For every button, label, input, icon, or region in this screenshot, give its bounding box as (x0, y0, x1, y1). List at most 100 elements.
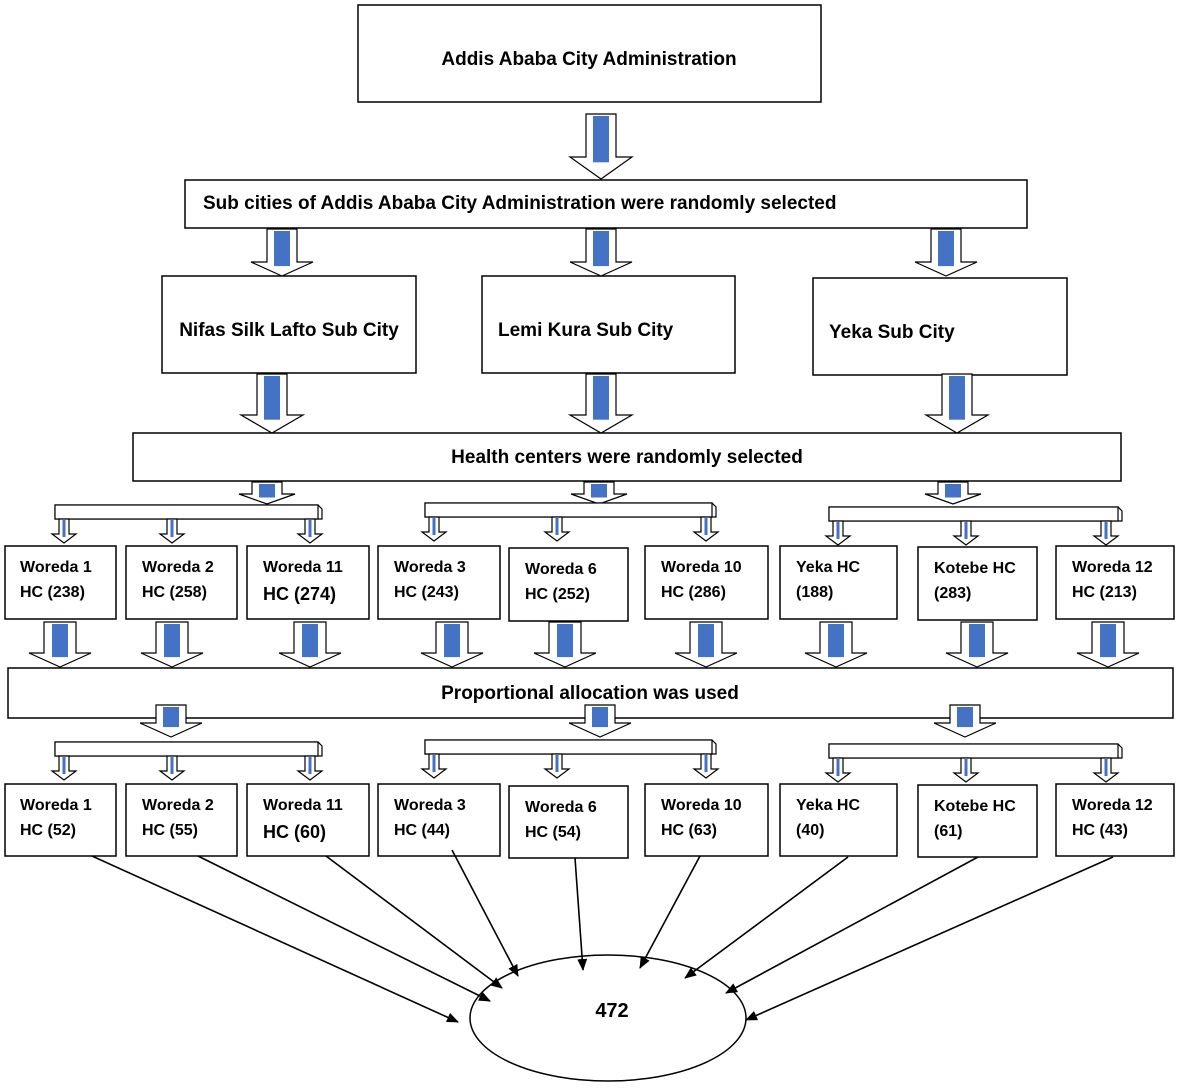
subcity-label: Yeka Sub City (829, 322, 955, 343)
sample-box-woreda-1: Woreda 1 HC (52) (4, 783, 117, 857)
connector-lines (91, 849, 1114, 1023)
sample-box-woreda-11: Woreda 11 HC (60) (246, 783, 370, 857)
branch-bracket (424, 739, 717, 755)
branch-bracket (828, 506, 1123, 522)
down-arrow-icon (923, 373, 991, 434)
connector-arrow (197, 855, 491, 1002)
small-down-arrow-icon (50, 518, 78, 544)
sample-line1: Yeka HC (796, 797, 860, 814)
sample-line2: HC (54) (525, 824, 581, 841)
hc-box-kotebe-hc: Kotebe HC (283) (917, 546, 1038, 621)
hc-line1: Woreda 1 (20, 559, 92, 576)
sample-box-woreda-3: Woreda 3 HC (44) (377, 783, 501, 857)
small-down-arrow-icon (824, 520, 852, 546)
subcity-box-yeka: Yeka Sub City (812, 277, 1068, 376)
branch-bracket (828, 743, 1123, 759)
small-down-arrow-icon (543, 753, 571, 779)
sample-line2: (61) (934, 823, 962, 840)
health-centers-step-box: Health centers were randomly selected (132, 432, 1122, 482)
hc-line1: Yeka HC (796, 559, 860, 576)
connector-arrow (725, 856, 979, 994)
down-arrow-icon (933, 704, 997, 738)
small-down-arrow-icon (692, 516, 720, 542)
sample-line1: Woreda 10 (661, 797, 742, 814)
small-down-arrow-icon (296, 755, 324, 781)
down-arrow-icon (140, 621, 204, 668)
connector-arrow (325, 855, 503, 989)
hc-box-woreda-11: Woreda 11 HC (274) (246, 545, 370, 620)
sample-line2: HC (60) (263, 822, 326, 842)
connector-arrow (574, 857, 588, 971)
hc-line2: HC (252) (525, 586, 590, 603)
hc-line2: HC (213) (1072, 584, 1137, 601)
connector-arrow (639, 855, 701, 969)
sample-line1: Woreda 1 (20, 797, 92, 814)
small-down-arrow-icon (952, 520, 980, 546)
hc-line1: Woreda 11 (263, 559, 343, 576)
subcities-step-box: Sub cities of Addis Ababa City Administr… (184, 179, 1028, 229)
hc-line1: Kotebe HC (934, 560, 1016, 577)
hc-line1: Woreda 12 (1072, 559, 1153, 576)
hc-line1: Woreda 10 (661, 559, 742, 576)
down-arrow-icon (570, 481, 628, 505)
hc-line2: HC (238) (20, 584, 85, 601)
connector-arrow (745, 856, 1114, 1021)
small-down-arrow-icon (158, 518, 186, 544)
sample-box-woreda-2: Woreda 2 HC (55) (125, 783, 238, 857)
sample-line2: HC (63) (661, 822, 717, 839)
sample-line1: Woreda 11 (263, 797, 343, 814)
top-box: Addis Ababa City Administration (357, 4, 822, 103)
hc-line2: (283) (934, 585, 971, 602)
small-down-arrow-icon (1092, 757, 1120, 783)
sample-line2: HC (44) (394, 822, 450, 839)
small-down-arrow-icon (420, 753, 448, 779)
hc-line2: HC (243) (394, 584, 459, 601)
sample-box-woreda-12: Woreda 12 HC (43) (1055, 783, 1175, 857)
down-arrow-icon (569, 228, 633, 277)
hc-box-woreda-12: Woreda 12 HC (213) (1055, 545, 1175, 620)
sample-line2: HC (52) (20, 822, 76, 839)
down-arrow-icon (533, 621, 597, 668)
small-down-arrow-icon (543, 516, 571, 542)
small-down-arrow-icon (692, 753, 720, 779)
connector-arrow (451, 849, 519, 977)
hc-line2: HC (258) (142, 584, 207, 601)
branch-bracket (424, 502, 717, 518)
hc-box-woreda-6: Woreda 6 HC (252) (508, 547, 629, 622)
small-down-arrow-icon (420, 516, 448, 542)
hc-box-woreda-1: Woreda 1 HC (238) (4, 545, 117, 620)
down-arrow-icon (250, 228, 314, 277)
subcity-box-nifas-silk-lafto: Nifas Silk Lafto Sub City (161, 275, 417, 374)
total-ellipse: 472 (469, 954, 747, 1082)
down-arrow-icon (568, 704, 632, 738)
hc-box-woreda-10: Woreda 10 HC (286) (644, 545, 769, 620)
hc-line2: (188) (796, 584, 833, 601)
health-centers-step-label: Health centers were randomly selected (451, 447, 803, 468)
hc-box-yeka-hc: Yeka HC (188) (779, 545, 898, 620)
sample-box-kotebe-hc: Kotebe HC (61) (917, 784, 1038, 858)
sample-line2: (40) (796, 822, 824, 839)
down-arrow-icon (28, 621, 92, 668)
sample-line1: Woreda 12 (1072, 797, 1153, 814)
connector-arrow (91, 855, 459, 1023)
small-down-arrow-icon (158, 755, 186, 781)
top-box-label: Addis Ababa City Administration (441, 49, 736, 70)
branch-bracket (54, 504, 323, 520)
subcity-box-lemi-kura: Lemi Kura Sub City (481, 275, 736, 374)
down-arrow-icon (804, 621, 868, 668)
down-arrow-icon (914, 228, 978, 277)
down-arrow-icon (420, 621, 484, 668)
total-label: 472 (595, 1000, 628, 1022)
down-arrow-icon (139, 704, 203, 738)
sample-line1: Kotebe HC (934, 798, 1016, 815)
subcity-label: Nifas Silk Lafto Sub City (179, 320, 399, 341)
small-down-arrow-icon (50, 755, 78, 781)
small-down-arrow-icon (296, 518, 324, 544)
hc-box-woreda-3: Woreda 3 HC (243) (377, 545, 501, 620)
small-down-arrow-icon (952, 757, 980, 783)
subcities-step-label: Sub cities of Addis Ababa City Administr… (203, 193, 836, 214)
down-arrow-icon (238, 481, 296, 505)
down-arrow-icon (567, 373, 635, 434)
hc-line1: Woreda 6 (525, 561, 597, 578)
